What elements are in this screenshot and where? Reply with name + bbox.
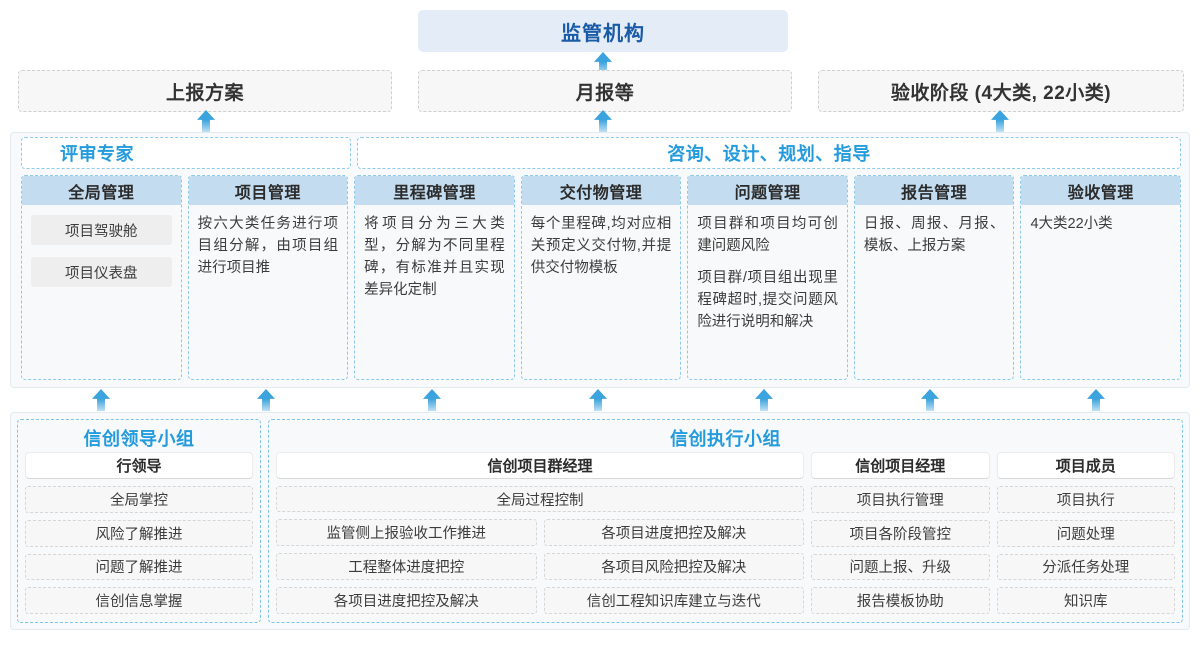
mgmt-paragraph: 项目群/项目组出现里程碑超时,提交问题风险进行说明和解决 <box>697 270 838 330</box>
program-manager-column: 信创项目群经理 全局过程控制 监管侧上报验收工作推进 工程整体进度把控 各项目进… <box>276 452 804 614</box>
mgmt-column-body: 将项目分为三大类型，分解为不同里程碑，有标准并且实现差异化定制 <box>355 205 514 307</box>
mgmt-column-issue[interactable]: 问题管理 项目群和项目均可创建问题风险 项目群/项目组出现里程碑超时,提交问题风… <box>687 175 848 380</box>
report-label: 上报方案 <box>165 82 244 104</box>
list-item[interactable]: 各项目进度把控及解决 <box>276 587 537 614</box>
arrow-bottom-to-acceptance <box>1087 389 1105 411</box>
mgmt-paragraph: 项目群和项目均可创建问题风险 <box>697 216 838 254</box>
leader-group-col-head: 行领导 <box>25 452 253 479</box>
list-item[interactable]: 报告模板协助 <box>811 587 990 614</box>
list-item[interactable]: 监管侧上报验收工作推进 <box>276 519 537 546</box>
list-item[interactable]: 项目执行管理 <box>811 486 990 513</box>
mgmt-column-acceptance[interactable]: 验收管理 4大类22小类 <box>1020 175 1182 380</box>
program-manager-items: 全局过程控制 监管侧上报验收工作推进 工程整体进度把控 各项目进度把控及解决 各… <box>276 486 804 614</box>
mgmt-column-report[interactable]: 报告管理 日报、周报、月报、模板、上报方案 <box>853 175 1015 380</box>
mgmt-column-head: 项目管理 <box>188 176 348 205</box>
leader-group-box: 信创领导小组 行领导 全局掌控 风险了解推进 问题了解推进 信创信息掌握 <box>17 419 261 623</box>
list-item[interactable]: 信创信息掌握 <box>25 587 253 614</box>
arrow-panel-to-submission-plan <box>197 110 215 132</box>
mgmt-column-body: 项目群和项目均可创建问题风险 项目群/项目组出现里程碑超时,提交问题风险进行说明… <box>688 205 847 339</box>
mgmt-column-body: 日报、周报、月报、模板、上报方案 <box>855 205 1014 263</box>
mgmt-column-body: 按六大类任务进行项目组分解，由项目组进行项目推 <box>189 205 348 285</box>
mgmt-column-head: 里程碑管理 <box>355 176 514 205</box>
arrow-bottom-to-report <box>921 389 939 411</box>
mgmt-column-head: 全局管理 <box>22 176 181 205</box>
project-manager-column: 信创项目经理 项目执行管理 项目各阶段管控 问题上报、升级 报告模板协助 <box>811 452 990 614</box>
leader-group-column: 行领导 全局掌控 风险了解推进 问题了解推进 信创信息掌握 <box>25 452 253 614</box>
list-item[interactable]: 各项目进度把控及解决 <box>543 519 804 546</box>
project-member-head: 项目成员 <box>996 452 1175 479</box>
exec-group-title: 信创执行小组 <box>670 429 781 449</box>
list-item[interactable]: 问题上报、升级 <box>811 553 990 581</box>
mgmt-pill[interactable]: 项目驾驶舱 <box>31 215 172 245</box>
list-item[interactable]: 项目执行 <box>996 486 1175 513</box>
regulator-label: 监管机构 <box>561 22 645 45</box>
mgmt-paragraph: 4大类22小类 <box>1030 216 1113 232</box>
mgmt-paragraph: 日报、周报、月报、模板、上报方案 <box>863 216 1005 254</box>
mgmt-column-deliverable[interactable]: 交付物管理 每个里程碑,均对应相关预定义交付物,并提供交付物模板 <box>520 175 682 380</box>
list-item[interactable]: 全局掌控 <box>25 486 253 513</box>
arrow-bottom-to-global <box>92 389 110 411</box>
list-item[interactable]: 信创工程知识库建立与迭代 <box>543 587 804 614</box>
mgmt-paragraph: 每个里程碑,均对应相关预定义交付物,并提供交付物模板 <box>530 216 672 276</box>
list-item[interactable]: 项目各阶段管控 <box>811 519 990 547</box>
report-box-monthly-report: 月报等 <box>418 70 792 112</box>
project-manager-items: 项目执行管理 项目各阶段管控 问题上报、升级 报告模板协助 <box>811 486 990 614</box>
list-item[interactable]: 工程整体进度把控 <box>276 553 537 580</box>
program-manager-split: 监管侧上报验收工作推进 工程整体进度把控 各项目进度把控及解决 各项目进度把控及… <box>276 519 804 614</box>
list-item[interactable]: 知识库 <box>996 587 1175 614</box>
report-box-acceptance-stage: 验收阶段 (4大类, 22小类) <box>818 70 1184 112</box>
management-columns: 全局管理 项目驾驶舱 项目仪表盘 项目管理 按六大类任务进行项目组分解，由项目组… <box>21 175 1182 380</box>
teams-panel: 信创领导小组 行领导 全局掌控 风险了解推进 问题了解推进 信创信息掌握 信创执… <box>10 412 1190 630</box>
exec-group-box: 信创执行小组 信创项目群经理 全局过程控制 监管侧上报验收工作推进 工程整体进度… <box>268 419 1183 623</box>
arrow-bottom-to-issue <box>755 389 773 411</box>
role-band-label: 咨询、设计、规划、指导 <box>667 144 871 164</box>
mgmt-column-body: 项目驾驶舱 项目仪表盘 <box>22 205 181 293</box>
list-item[interactable]: 分派任务处理 <box>996 553 1175 581</box>
exec-group-columns: 信创项目群经理 全局过程控制 监管侧上报验收工作推进 工程整体进度把控 各项目进… <box>276 452 1175 614</box>
list-item[interactable]: 风险了解推进 <box>25 519 253 547</box>
mgmt-column-head: 验收管理 <box>1021 176 1181 205</box>
leader-group-items: 全局掌控 风险了解推进 问题了解推进 信创信息掌握 <box>25 486 253 614</box>
mgmt-paragraph: 按六大类任务进行项目组分解，由项目组进行项目推 <box>197 216 339 276</box>
arrow-panel-to-monthly-report <box>594 110 612 132</box>
mgmt-column-body: 4大类22小类 <box>1021 205 1180 241</box>
regulator-box: 监管机构 <box>418 10 788 52</box>
list-item[interactable]: 各项目风险把控及解决 <box>543 553 804 580</box>
mgmt-column-head: 交付物管理 <box>521 176 681 205</box>
role-band-label: 评审专家 <box>60 144 134 164</box>
mgmt-column-milestone[interactable]: 里程碑管理 将项目分为三大类型，分解为不同里程碑，有标准并且实现差异化定制 <box>354 175 515 380</box>
leader-group-title: 信创领导小组 <box>83 429 195 449</box>
list-item[interactable]: 全局过程控制 <box>276 486 804 512</box>
mgmt-column-global[interactable]: 全局管理 项目驾驶舱 项目仪表盘 <box>21 175 182 380</box>
project-member-items: 项目执行 问题处理 分派任务处理 知识库 <box>996 486 1175 614</box>
role-band-review-experts: 评审专家 <box>21 137 351 169</box>
report-box-submission-plan: 上报方案 <box>18 70 392 112</box>
program-manager-left-items: 监管侧上报验收工作推进 工程整体进度把控 各项目进度把控及解决 <box>276 519 537 614</box>
program-manager-head: 信创项目群经理 <box>276 452 804 479</box>
project-member-column: 项目成员 项目执行 问题处理 分派任务处理 知识库 <box>996 452 1175 614</box>
list-item[interactable]: 问题了解推进 <box>25 553 253 581</box>
arrow-bottom-to-deliverable <box>589 389 607 411</box>
report-label: 验收阶段 (4大类, 22小类) <box>890 82 1112 104</box>
mgmt-column-head: 报告管理 <box>854 176 1014 205</box>
project-manager-head: 信创项目经理 <box>811 452 990 479</box>
list-item[interactable]: 问题处理 <box>996 519 1175 547</box>
arrow-bottom-to-project <box>257 389 275 411</box>
report-label: 月报等 <box>575 82 635 104</box>
mgmt-column-project[interactable]: 项目管理 按六大类任务进行项目组分解，由项目组进行项目推 <box>187 175 349 380</box>
management-panel: 评审专家 咨询、设计、规划、指导 全局管理 项目驾驶舱 项目仪表盘 项目管理 按… <box>10 132 1190 388</box>
mgmt-pill[interactable]: 项目仪表盘 <box>31 257 172 287</box>
arrow-panel-to-acceptance-stage <box>991 110 1009 132</box>
program-manager-right-items: 各项目进度把控及解决 各项目风险把控及解决 信创工程知识库建立与迭代 <box>543 519 804 614</box>
mgmt-column-body: 每个里程碑,均对应相关预定义交付物,并提供交付物模板 <box>522 205 681 285</box>
mgmt-column-head: 问题管理 <box>688 176 847 205</box>
mgmt-paragraph: 将项目分为三大类型，分解为不同里程碑，有标准并且实现差异化定制 <box>364 216 505 298</box>
role-band-consulting: 咨询、设计、规划、指导 <box>357 137 1181 169</box>
arrow-bottom-to-milestone <box>423 389 441 411</box>
